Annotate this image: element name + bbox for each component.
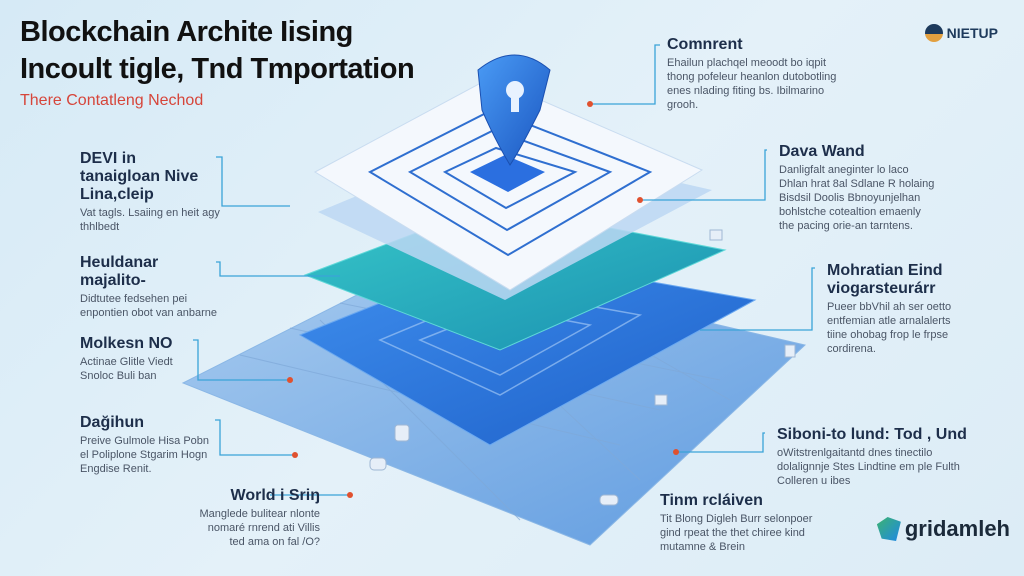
shield-base <box>470 155 545 192</box>
brand-logo-bottom: gridamleh <box>876 516 1010 542</box>
page-subtitle: There Contatleng Nechod <box>20 92 204 109</box>
brand-logo-top: NIETUP <box>924 24 998 42</box>
connector-dots <box>287 101 679 498</box>
node-icons <box>369 229 796 506</box>
callout-heuldanar: Heuldanar majalito-Didtutee fedsehen pei… <box>80 254 218 319</box>
connector-lines <box>193 44 815 496</box>
eye-logo-icon <box>924 24 943 42</box>
cube-logo-icon <box>876 517 901 541</box>
